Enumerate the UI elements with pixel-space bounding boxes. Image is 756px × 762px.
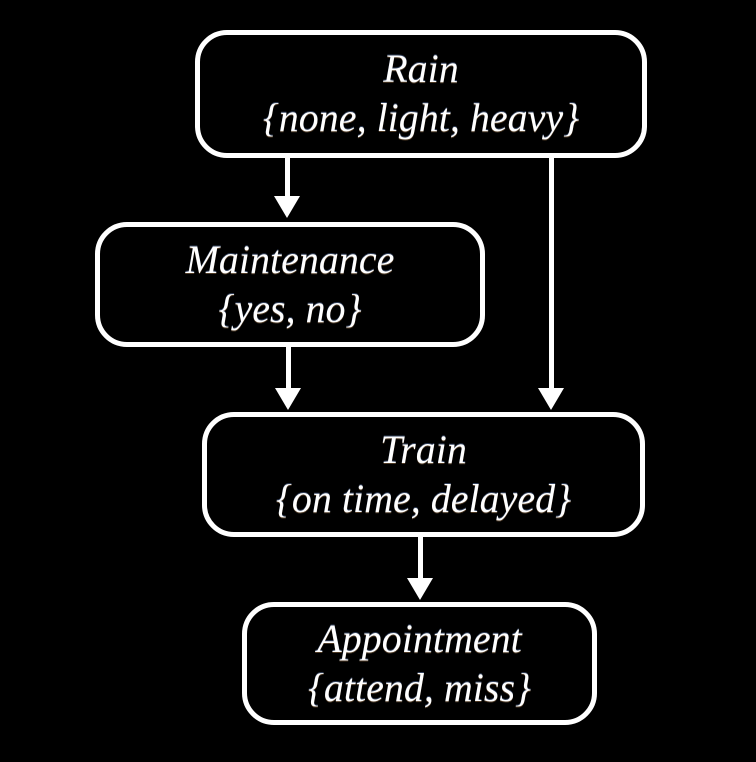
edge-shaft [285, 347, 291, 388]
node-maintenance: Maintenance {yes, no} [95, 222, 485, 347]
node-maintenance-title: Maintenance [185, 236, 395, 282]
edge-shaft [284, 158, 290, 196]
node-appointment-title: Appointment [317, 615, 522, 661]
edge-shaft [548, 158, 554, 388]
node-maintenance-values: {yes, no} [218, 285, 362, 331]
node-appointment: Appointment {attend, miss} [242, 602, 597, 725]
edge-shaft [417, 537, 423, 578]
arrowhead-down-icon [275, 388, 301, 410]
edge-arrow-maintenance-to-train [275, 347, 301, 410]
node-train-title: Train [380, 426, 467, 472]
node-appointment-values: {attend, miss} [307, 664, 532, 710]
node-rain-values: {none, light, heavy} [262, 95, 580, 140]
arrowhead-down-icon [538, 388, 564, 410]
edge-arrow-train-to-appointment [407, 537, 433, 600]
arrowhead-down-icon [274, 196, 300, 218]
node-rain: Rain {none, light, heavy} [195, 30, 647, 158]
node-rain-title: Rain [383, 46, 459, 92]
edge-arrow-rain-to-train [538, 158, 564, 410]
node-train: Train {on time, delayed} [202, 412, 645, 537]
arrowhead-down-icon [407, 578, 433, 600]
edge-arrow-rain-to-maintenance [274, 158, 300, 218]
node-train-values: {on time, delayed} [275, 475, 572, 521]
